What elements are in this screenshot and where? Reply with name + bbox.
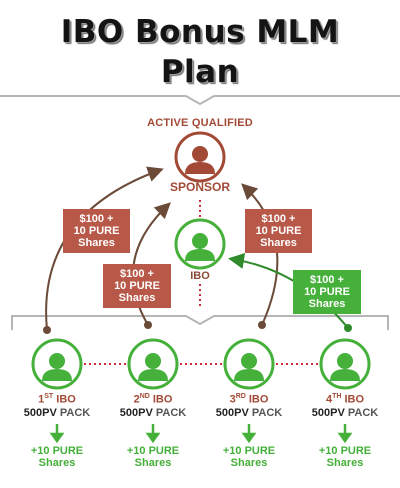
ibo-name-text: IBO bbox=[344, 393, 365, 406]
ibo-2-pack: 500PV PACK bbox=[105, 407, 201, 419]
bonus-box-line: Shares bbox=[308, 298, 346, 310]
ibo-2-name: 2ND IBO bbox=[108, 393, 198, 406]
bonus-box-right: $100 + 10 PURE Shares bbox=[245, 209, 312, 253]
ibo-1-icon bbox=[31, 338, 83, 390]
bonus-box-line: $100 + bbox=[79, 213, 114, 225]
ibo-ordinal: 4 bbox=[325, 393, 333, 406]
sponsor-label: SPONSOR bbox=[169, 180, 230, 194]
ibo-4-pack: 500PV PACK bbox=[297, 407, 393, 419]
ibo-2-icon bbox=[127, 338, 179, 390]
bonus-box-line: 10 PURE bbox=[255, 225, 302, 237]
bonus-box-line: Shares bbox=[78, 237, 115, 249]
ibo-4-icon bbox=[319, 338, 371, 390]
reward-line: +10 PURE bbox=[126, 445, 180, 457]
ibo-3-icon bbox=[223, 338, 275, 390]
ibo-ordinal-suffix: TH bbox=[332, 393, 342, 400]
bonus-box-middle: $100 + 10 PURE Shares bbox=[103, 264, 171, 308]
reward-line: +10 PURE bbox=[222, 445, 276, 457]
ibo-ordinal-suffix: RD bbox=[235, 393, 246, 400]
bonus-box-line: $100 + bbox=[120, 268, 154, 280]
reward-line: Shares bbox=[230, 457, 268, 469]
bonus-box-line: Shares bbox=[260, 237, 297, 249]
reward-line: Shares bbox=[134, 457, 172, 469]
ibo-3-pack: 500PV PACK bbox=[201, 407, 297, 419]
title-line-2: Plan bbox=[160, 54, 240, 90]
bonus-box-line: Shares bbox=[118, 292, 156, 304]
arrow-3rd-to-sponsor bbox=[241, 183, 279, 326]
reward-line: +10 PURE bbox=[30, 445, 84, 457]
pack-pv: 500PV bbox=[119, 407, 153, 419]
ibo-ordinal-suffix: ST bbox=[44, 393, 54, 400]
pack-label: PACK bbox=[251, 407, 283, 419]
ibo-4-name: 4TH IBO bbox=[300, 393, 390, 406]
pack-pv: 500PV bbox=[311, 407, 345, 419]
header-divider bbox=[0, 95, 400, 106]
pack-pv: 500PV bbox=[23, 407, 57, 419]
bonus-box-line: $100 + bbox=[310, 274, 344, 286]
reward-line: Shares bbox=[326, 457, 364, 469]
bonus-box-line: 10 PURE bbox=[73, 225, 120, 237]
ibo-1-name: 1ST IBO bbox=[12, 393, 102, 406]
reward-line: +10 PURE bbox=[318, 445, 372, 457]
ibo-ordinal: 1 bbox=[38, 393, 45, 406]
ibo-icon bbox=[174, 218, 226, 270]
ibo-name-text: IBO bbox=[248, 393, 269, 406]
bonus-box-left: $100 + 10 PURE Shares bbox=[63, 209, 130, 253]
pack-pv: 500PV bbox=[215, 407, 249, 419]
ibo-3-name: 3RD IBO bbox=[204, 393, 294, 406]
bonus-box-green: $100 + 10 PURE Shares bbox=[293, 270, 361, 314]
pack-label: PACK bbox=[155, 407, 187, 419]
page-title: IBO Bonus MLM Plan bbox=[0, 12, 400, 92]
ibo-name-text: IBO bbox=[152, 393, 173, 406]
team-bracket bbox=[11, 315, 389, 330]
ibo-label: IBO bbox=[190, 270, 210, 282]
title-line-1: IBO Bonus MLM bbox=[60, 14, 340, 50]
sponsor-icon bbox=[174, 131, 226, 183]
bonus-box-line: 10 PURE bbox=[304, 286, 350, 298]
ibo-1-pack: 500PV PACK bbox=[9, 407, 105, 419]
ibo-ordinal: 3 bbox=[229, 393, 236, 406]
pack-label: PACK bbox=[347, 407, 379, 419]
bonus-box-line: $100 + bbox=[261, 213, 296, 225]
reward-line: Shares bbox=[38, 457, 76, 469]
active-qualified-label: ACTIVE QUALIFIED bbox=[147, 117, 253, 129]
bonus-box-line: 10 PURE bbox=[114, 280, 160, 292]
arrow-2nd-to-sponsor bbox=[131, 202, 171, 326]
ibo-name-text: IBO bbox=[56, 393, 76, 406]
ibo-ordinal: 2 bbox=[133, 393, 140, 406]
ibo-ordinal-suffix: ND bbox=[139, 393, 150, 400]
pack-label: PACK bbox=[59, 407, 91, 419]
